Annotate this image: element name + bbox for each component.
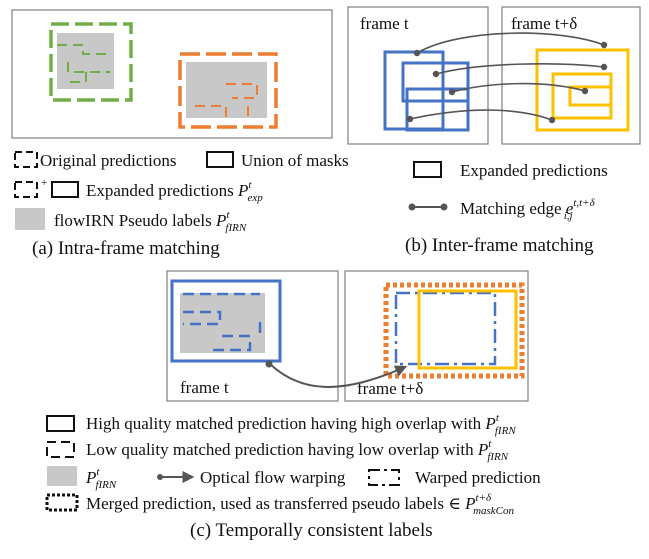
panel-c: frame t frame t+δ High quality matched p… [45, 270, 541, 541]
panel-b: frame t frame t+δ Expanded prediction [347, 6, 641, 256]
original-predictions-legend-swatch [14, 151, 38, 168]
green-original-predictions [57, 44, 110, 83]
union-of-masks-legend-swatch [206, 151, 234, 168]
panel-a-legend: Original predictions Union of masks + Ex… [14, 151, 349, 234]
matching-edge-endpoints [406, 41, 608, 124]
panel-b-caption: (b) Inter-frame matching [405, 235, 594, 256]
flowirn-legend-swatch [15, 208, 45, 230]
matching-edges [409, 32, 605, 121]
panel-b-legend: Expanded predictions Matching edge et,t+… [408, 161, 608, 222]
union-of-masks-legend-label: Union of masks [241, 151, 349, 170]
merged-prediction-legend-label: Merged prediction, used as transferred p… [86, 492, 515, 517]
high-quality-legend-swatch [46, 415, 75, 432]
panel-c-low-quality-predictions [183, 292, 262, 352]
expanded-predictions-b-legend-label: Expanded predictions [460, 161, 608, 180]
optical-flow-arrow-start [265, 360, 273, 368]
panel-b-frame-t-label: frame t [360, 14, 409, 33]
warped-prediction-legend-swatch [368, 469, 400, 486]
optical-flow-arrow [269, 363, 408, 388]
expanded-original-legend-swatch [14, 181, 38, 198]
panel-c-caption: (c) Temporally consistent labels [190, 520, 433, 541]
orange-original-predictions [195, 83, 258, 120]
green-union-box [49, 22, 133, 102]
matching-edge-legend-start [408, 203, 416, 211]
low-quality-legend-swatch [46, 441, 75, 458]
panel-b-frame-t [347, 6, 489, 145]
panel-b-frame-t-delta [501, 6, 641, 145]
panel-a-caption: (a) Intra-frame matching [32, 238, 220, 259]
matching-edge-legend-end [440, 203, 448, 211]
panel-c-frame-t-delta-label: frame t+δ [357, 379, 423, 398]
original-predictions-legend-label: Original predictions [40, 151, 176, 170]
panel-b-frame-t-delta-label: frame t+δ [511, 14, 577, 33]
expanded-predictions-b-legend-swatch [413, 161, 442, 178]
flowirn-c-legend-swatch [47, 466, 77, 486]
high-quality-legend-label: High quality matched prediction having h… [86, 412, 516, 437]
panel-a: Original predictions Union of masks + Ex… [11, 9, 349, 259]
panel-c-frame-t-label: frame t [180, 378, 229, 397]
low-quality-legend-label: Low quality matched prediction having lo… [86, 438, 509, 463]
plus-sign: + [41, 177, 47, 189]
panel-c-merged-prediction [383, 282, 525, 379]
optical-flow-legend-label: Optical flow warping [200, 468, 346, 487]
optical-flow-legend-start [157, 474, 163, 480]
expanded-union-legend-swatch [51, 181, 79, 198]
merged-prediction-legend-swatch [45, 493, 79, 512]
orange-union-box [178, 52, 278, 129]
yellow-expanded-predictions [535, 48, 630, 132]
panel-c-legend: High quality matched prediction having h… [45, 412, 541, 517]
warped-prediction-legend-label: Warped prediction [415, 468, 541, 487]
blue-expanded-predictions [383, 50, 470, 132]
panel-c-high-quality-box-t-delta [417, 289, 518, 370]
panel-c-high-quality-box [170, 279, 282, 363]
panel-c-warped-prediction [394, 291, 497, 366]
